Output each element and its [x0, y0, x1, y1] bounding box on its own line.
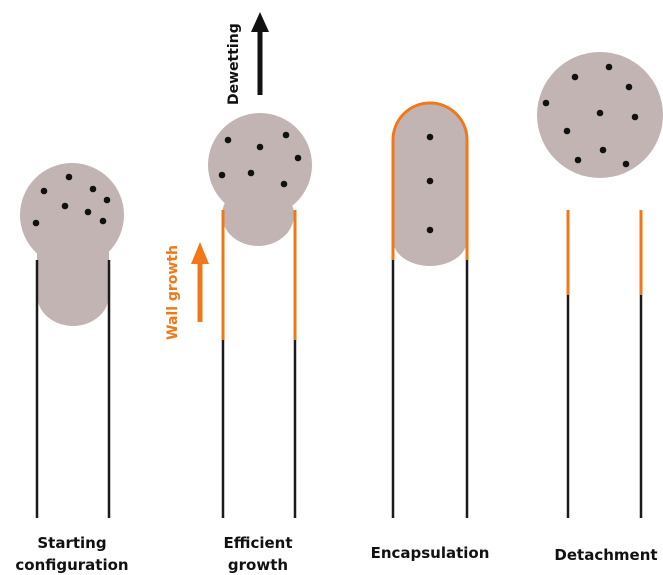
particle: [575, 157, 582, 164]
stage-label-starting-line2: configuration: [15, 556, 128, 574]
particle: [225, 137, 232, 144]
droplet-bottom: [37, 264, 109, 326]
particle: [248, 170, 255, 177]
stage-label-detachment: Detachment: [554, 546, 657, 564]
particle: [90, 186, 97, 193]
particle: [543, 100, 550, 107]
particle: [85, 209, 92, 216]
particle: [427, 134, 434, 141]
particle: [632, 114, 639, 121]
particle: [257, 144, 264, 151]
dewetting-label: Dewetting: [226, 23, 242, 105]
stage-encapsulation: [393, 103, 467, 518]
particle: [104, 197, 111, 204]
stage-label-efficient-line1: Efficient: [223, 534, 292, 552]
particle: [66, 174, 73, 181]
particle: [623, 161, 630, 168]
wall-growth-arrow: [191, 242, 209, 322]
particle: [626, 84, 633, 91]
stage-label-encapsulation: Encapsulation: [371, 544, 490, 562]
arrow-head: [191, 242, 209, 264]
stage-label-starting-line1: Starting: [37, 534, 106, 552]
particle: [600, 147, 607, 154]
particle: [41, 188, 48, 195]
particle: [606, 64, 613, 71]
particle: [283, 132, 290, 139]
stage-label-efficient-line2: growth: [228, 556, 288, 574]
particle: [33, 220, 40, 227]
wall-growth-label: Wall growth: [165, 245, 181, 340]
stage-detachment: [537, 52, 663, 518]
particle: [597, 110, 604, 117]
stage-starting: [20, 163, 124, 518]
particle: [295, 155, 302, 162]
particle: [427, 178, 434, 185]
particle: [281, 181, 288, 188]
arrow-head: [251, 12, 269, 32]
droplet-cap: [208, 113, 312, 217]
stage-efficient: Dewetting Wall growth: [165, 12, 312, 518]
particle: [572, 74, 579, 81]
dewetting-arrow: [251, 12, 269, 95]
particle: [219, 172, 226, 179]
particle: [427, 227, 434, 234]
droplet-encapsulated: [393, 103, 467, 266]
particle: [62, 203, 69, 210]
particle: [100, 218, 107, 225]
particle: [564, 128, 571, 135]
